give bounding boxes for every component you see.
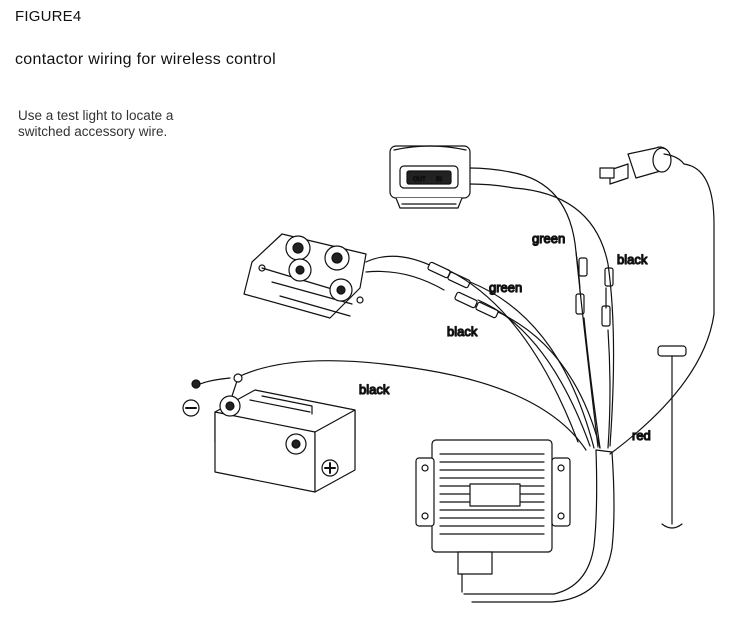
figure-subtitle: contactor wiring for wireless control [15,51,276,68]
instruction-line-1: Use a test light to locate a [18,108,174,123]
instruction-line-2: switched accessory wire. [18,124,168,139]
remote-switch: OUT IN [389,145,515,209]
contactor-connectors [427,261,499,319]
switch-connectors [575,257,614,327]
battery [191,373,356,493]
winch-contactor [243,233,445,319]
instruction-note: Use a test light to locate a switched ac… [18,108,173,140]
figure-label: FIGURE4 [15,8,82,25]
wire-label-red: red [632,428,651,443]
positive-terminal-icon [321,459,339,477]
wire-clip [657,345,687,529]
wire-harness [235,171,715,603]
ignition-key [599,146,715,315]
switch-in-label: IN [436,177,442,183]
switch-out-label: OUT [413,177,426,183]
wire-label-green-upper: green [532,231,565,246]
negative-terminal-icon [182,399,200,417]
wire-label-black-mid: black [447,324,478,339]
wire-label-green-mid: green [489,280,522,295]
control-module [415,439,571,593]
wire-label-black-battery: black [359,382,390,397]
wire-label-black-upper: black [617,252,648,267]
